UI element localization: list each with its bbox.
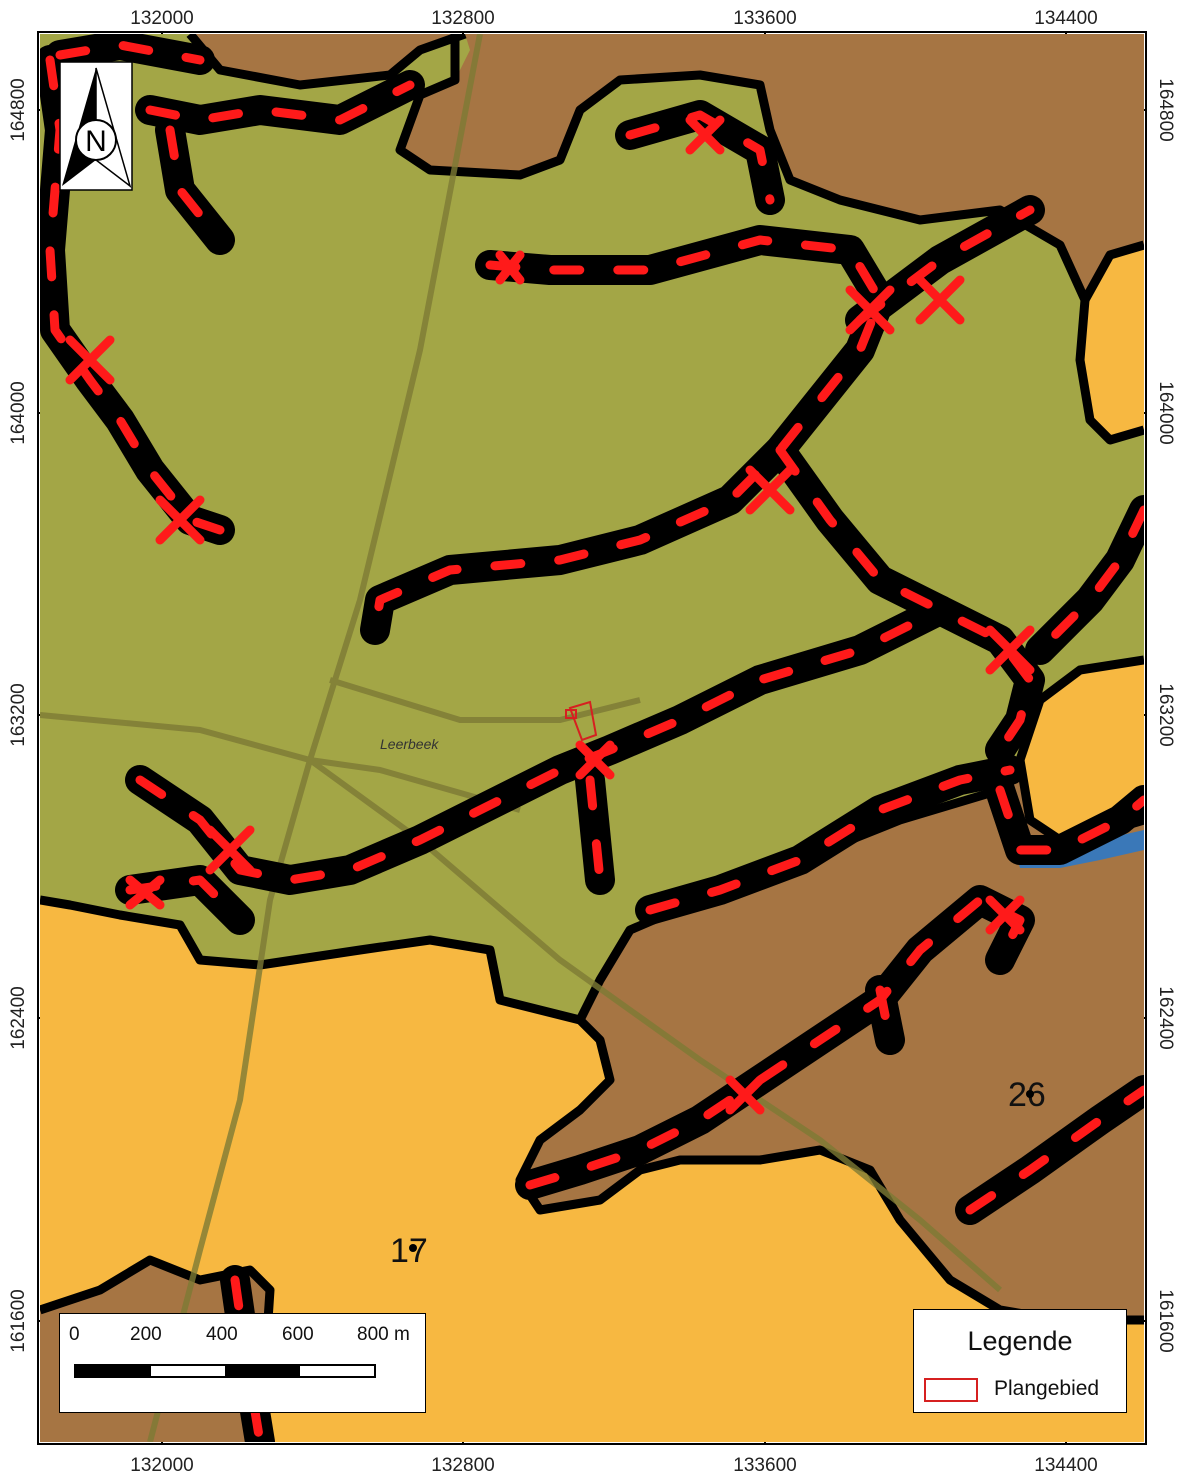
- zone-label-17: 17: [390, 1232, 428, 1270]
- x-tick-bottom: 132000: [130, 1455, 193, 1476]
- x-tick-top: 134400: [1034, 8, 1097, 29]
- soil-zone-orange: [40, 900, 1144, 1442]
- y-tick-right: 161600: [1155, 1289, 1176, 1352]
- legend-swatch-plangebied: [924, 1378, 978, 1402]
- zone-point-26: [1026, 1090, 1034, 1098]
- scale-track: [74, 1364, 376, 1378]
- scale-label: 800 m: [357, 1324, 410, 1345]
- scale-segment: [225, 1366, 300, 1376]
- scale-label: 0: [69, 1324, 80, 1345]
- x-tick-top: 132800: [431, 8, 494, 29]
- y-tick-right: 163200: [1155, 683, 1176, 746]
- map-content: Leerbeek 17 26: [40, 34, 1144, 1442]
- scale-segment: [76, 1366, 151, 1376]
- north-arrow-letter: N: [85, 125, 107, 158]
- legend: Legende Plangebied: [913, 1309, 1127, 1413]
- legend-label-plangebied: Plangebied: [994, 1377, 1100, 1400]
- legend-title: Legende: [967, 1326, 1073, 1356]
- y-tick-right: 162400: [1155, 986, 1176, 1049]
- scale-label: 400: [206, 1324, 238, 1345]
- north-arrow: N: [59, 61, 133, 191]
- scale-bar: 0 200 400 600 800 m: [59, 1313, 426, 1413]
- stream-buffers: [40, 34, 1144, 1442]
- x-tick-top: 133600: [733, 8, 796, 29]
- x-tick-bottom: 132800: [431, 1455, 494, 1476]
- plangebied-outline: [565, 700, 598, 742]
- x-tick-top: 132000: [130, 8, 193, 29]
- scale-segment: [150, 1366, 225, 1376]
- y-tick-left: 164800: [8, 78, 29, 141]
- scale-segment: [299, 1366, 374, 1376]
- y-tick-left: 163200: [8, 683, 29, 746]
- y-tick-right: 164000: [1155, 381, 1176, 444]
- x-tick-bottom: 134400: [1034, 1455, 1097, 1476]
- soil-zone-orange: [1020, 660, 1144, 840]
- y-tick-left: 164000: [8, 381, 29, 444]
- place-label-leerbeek: Leerbeek: [380, 736, 439, 752]
- x-tick-bottom: 133600: [733, 1455, 796, 1476]
- y-tick-left: 162400: [8, 986, 29, 1049]
- scale-label: 200: [130, 1324, 162, 1345]
- zone-point-17: [409, 1244, 417, 1252]
- y-tick-right: 164800: [1155, 78, 1176, 141]
- scale-label: 600: [282, 1324, 314, 1345]
- y-tick-left: 161600: [8, 1289, 29, 1352]
- soil-zone-orange: [1080, 245, 1144, 440]
